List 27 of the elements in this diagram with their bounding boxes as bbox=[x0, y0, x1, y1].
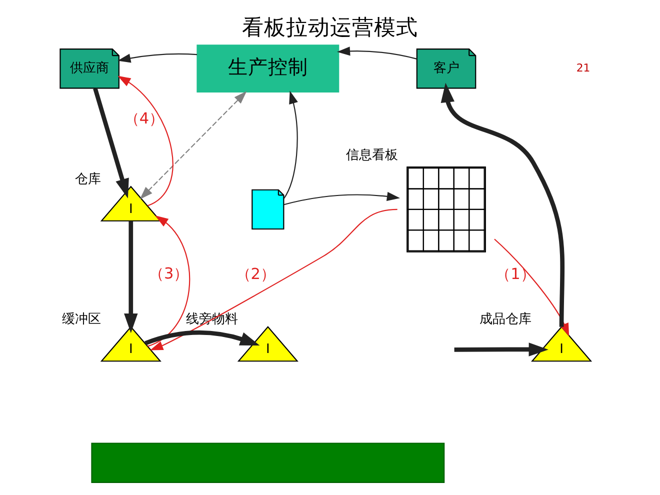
arrow bbox=[284, 192, 400, 206]
arrow bbox=[336, 46, 417, 60]
arrow bbox=[118, 76, 174, 206]
arrow bbox=[494, 238, 570, 336]
arrow bbox=[118, 53, 198, 63]
edge-label: （4） bbox=[124, 110, 164, 128]
node-label: 缓冲区 bbox=[62, 312, 101, 328]
node-label: 仓库 bbox=[74, 172, 101, 187]
arrow bbox=[144, 330, 260, 346]
node-label: 线旁物料 bbox=[186, 312, 238, 328]
diagram-title: 看板拉动运营模式 bbox=[242, 15, 418, 40]
arrow bbox=[140, 91, 247, 200]
node-label: 成品仓库 bbox=[480, 312, 532, 328]
arrow bbox=[147, 216, 190, 347]
arrow bbox=[440, 82, 565, 327]
label: 21 bbox=[576, 61, 590, 74]
arrow bbox=[150, 208, 398, 350]
arrow bbox=[283, 90, 298, 200]
arrow bbox=[93, 88, 129, 198]
node-label: 信息看板 bbox=[346, 148, 398, 163]
arrow bbox=[454, 342, 548, 356]
edge-label: （1） bbox=[496, 264, 536, 283]
node-bar bbox=[91, 442, 445, 483]
arrow bbox=[124, 220, 138, 334]
edge-label: （2） bbox=[236, 265, 276, 284]
node-box: 生产控制 bbox=[196, 44, 340, 93]
edge-label: （3） bbox=[149, 264, 189, 282]
